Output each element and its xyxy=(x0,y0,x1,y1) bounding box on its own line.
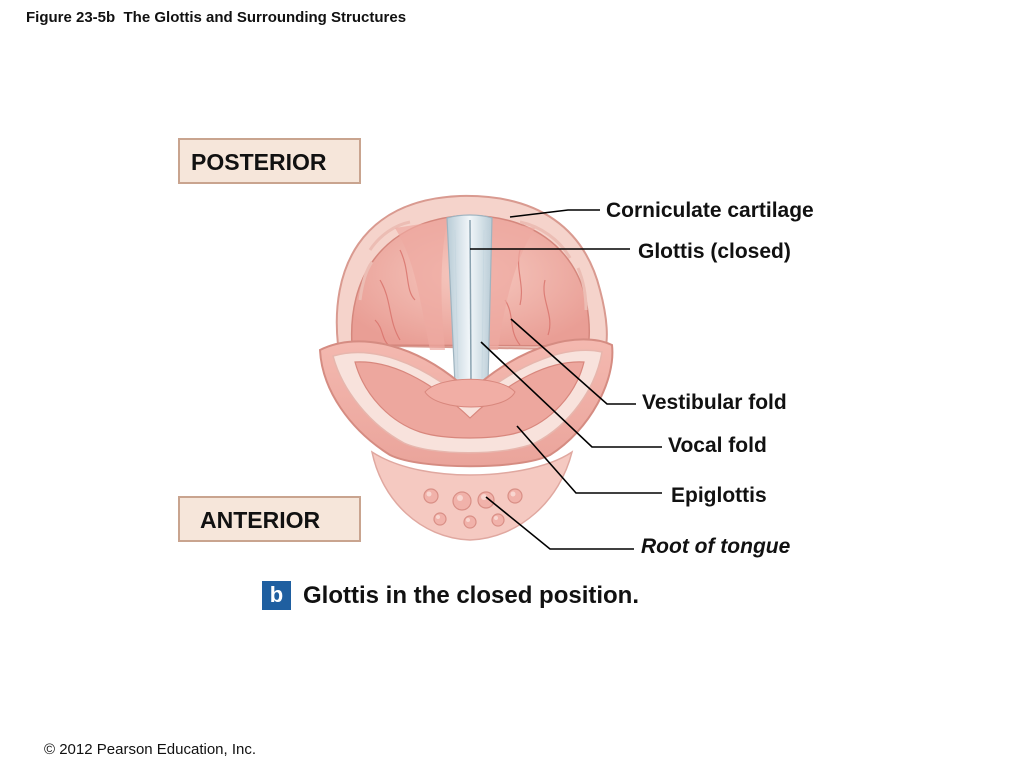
label-root-of-tongue: Root of tongue xyxy=(641,535,791,558)
copyright: © 2012 Pearson Education, Inc. xyxy=(44,741,257,758)
label-glottis: Glottis (closed) xyxy=(638,240,791,263)
label-epiglottis: Epiglottis xyxy=(671,484,767,507)
label-vocal-fold: Vocal fold xyxy=(668,434,767,457)
figure-title: Figure 23-5b The Glottis and Surrounding… xyxy=(26,9,407,26)
anterior-label: ANTERIOR xyxy=(178,496,361,542)
posterior-label: POSTERIOR xyxy=(178,138,361,184)
root-of-tongue xyxy=(370,450,574,541)
panel-badge: b xyxy=(262,581,291,610)
vocal-folds xyxy=(446,214,493,385)
leader-epiglottis xyxy=(516,425,662,494)
figure-caption: b Glottis in the closed position. xyxy=(262,581,639,610)
leader-root xyxy=(485,496,634,550)
leader-lines xyxy=(470,209,662,550)
leader-vestibular xyxy=(510,318,636,405)
caption-text: Glottis in the closed position. xyxy=(303,581,640,609)
leader-corniculate xyxy=(509,209,600,218)
leader-vocal xyxy=(480,341,662,448)
label-corniculate-cartilage: Corniculate cartilage xyxy=(606,199,814,222)
label-vestibular-fold: Vestibular fold xyxy=(642,391,787,414)
